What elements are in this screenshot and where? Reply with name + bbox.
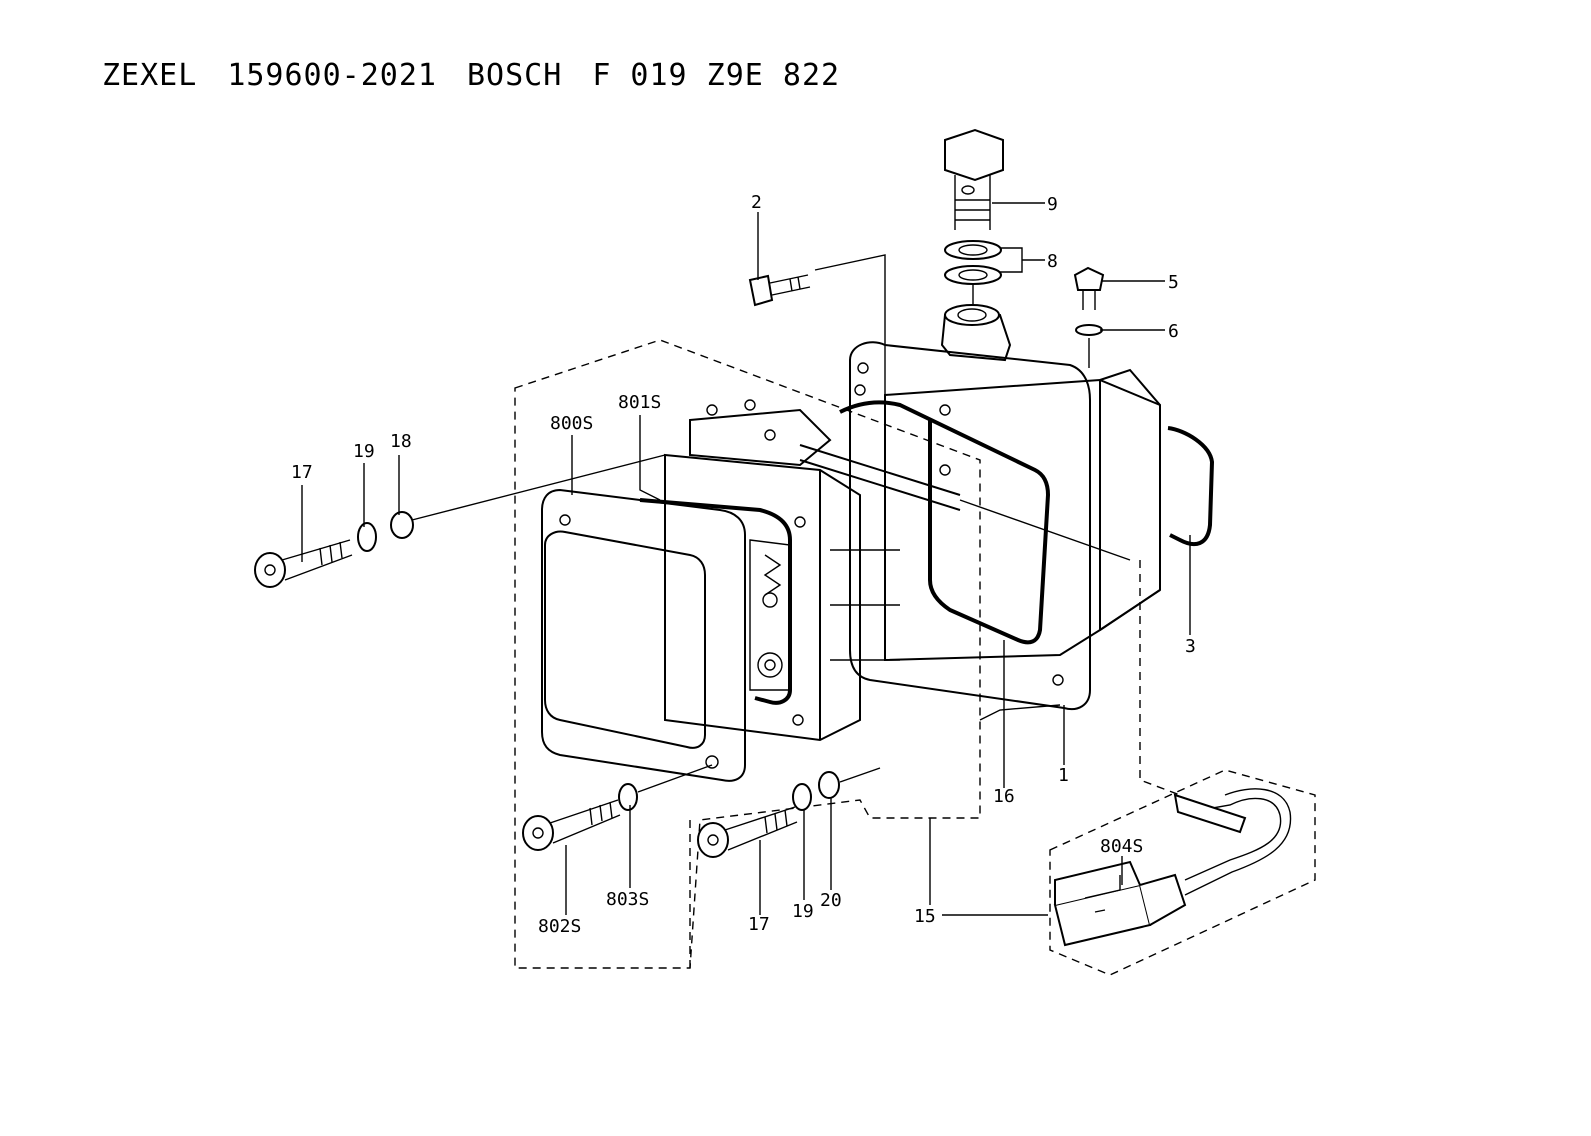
washer-20 — [818, 771, 840, 799]
gasket-801s — [639, 498, 792, 705]
callout-5: 5 — [1168, 272, 1179, 293]
connector-804s-boundary — [1049, 769, 1316, 976]
callout-18: 18 — [390, 431, 412, 452]
callout-803s: 803S — [606, 889, 649, 910]
banjo-bolt-9 — [944, 128, 1004, 230]
washer-19-upper — [357, 522, 377, 552]
callout-9: 9 — [1047, 194, 1058, 215]
bolt-17-lower — [697, 806, 798, 858]
diagram-title: ZEXEL 159600-2021 BOSCH F 019 Z9E 822 — [102, 58, 870, 93]
bolt-802s — [522, 799, 621, 851]
wire-route-dash — [1139, 560, 1181, 796]
screw-2 — [748, 274, 811, 307]
callout-800s: 800S — [550, 413, 593, 434]
callout-802s: 802S — [538, 916, 581, 937]
callout-3: 3 — [1185, 636, 1196, 657]
connector-804s — [1053, 788, 1292, 947]
callout-15: 15 — [914, 906, 936, 927]
leader-lines — [301, 202, 1191, 916]
zexel-part-number: 159600-2021 — [227, 58, 437, 93]
bosch-part-number: F 019 Z9E 822 — [592, 58, 841, 93]
actuator-housing — [664, 399, 900, 742]
top-boss — [940, 304, 1012, 362]
bolt-17-upper — [254, 539, 353, 588]
washer-19-lower — [792, 783, 812, 811]
gasket-16 — [839, 400, 1051, 645]
rod — [799, 444, 961, 511]
callout-16: 16 — [993, 786, 1015, 807]
washer-6 — [1075, 324, 1103, 336]
cover-800s — [541, 488, 746, 782]
maker-name: ZEXEL — [102, 58, 198, 93]
callout-6: 6 — [1168, 321, 1179, 342]
callout-19-lower: 19 — [792, 901, 814, 922]
callout-1: 1 — [1058, 765, 1069, 786]
assembly-15-boundary — [514, 339, 981, 969]
callout-17-lower: 17 — [748, 914, 770, 935]
callout-labels: 2 9 8 5 6 801S 800S 19 18 17 3 16 1 804S… — [291, 192, 1196, 937]
callout-8: 8 — [1047, 251, 1058, 272]
o-ring-3 — [1167, 426, 1215, 547]
callout-801s: 801S — [618, 392, 661, 413]
flange-plate — [849, 341, 1091, 710]
washer-803s — [618, 783, 638, 811]
callout-2: 2 — [751, 192, 762, 213]
callout-804s: 804S — [1100, 836, 1143, 857]
washers-8 — [944, 240, 1002, 285]
washer-18 — [390, 511, 414, 539]
internal-mechanism — [749, 539, 791, 691]
governor-housing — [884, 368, 1161, 662]
callout-20: 20 — [820, 890, 842, 911]
brand-name: BOSCH — [467, 58, 563, 93]
callout-17-upper: 17 — [291, 462, 313, 483]
callout-19-upper: 19 — [353, 441, 375, 462]
screw-5 — [1073, 266, 1105, 310]
